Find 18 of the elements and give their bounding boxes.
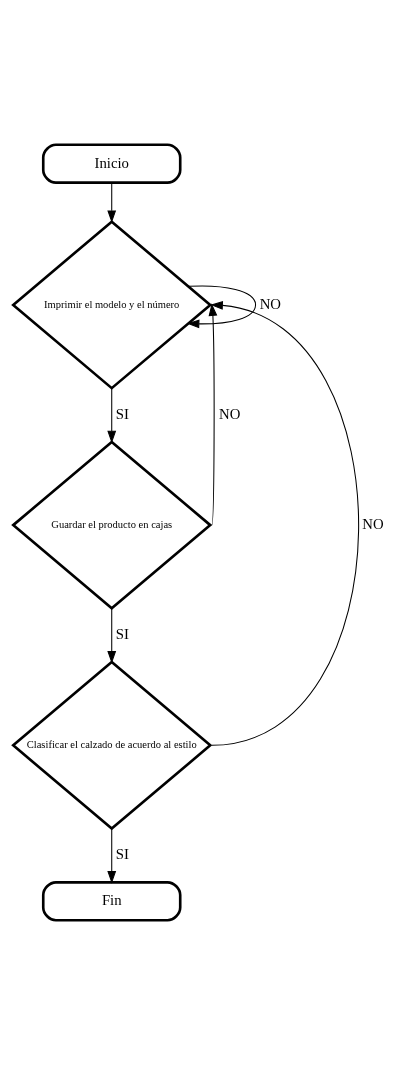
node-diamond: Clasificar el calzado de acuerdo al estilo <box>10 660 212 831</box>
arrow <box>186 285 256 329</box>
edge-label: NO <box>259 295 281 312</box>
arrow <box>106 182 116 224</box>
arrow <box>106 828 116 884</box>
edge-label: NO <box>361 516 384 533</box>
edge-label: NO <box>218 405 240 422</box>
node-diamond: Guardar el producto en cajas <box>10 440 212 611</box>
arrow <box>209 300 359 746</box>
edge-label: SI <box>115 626 129 643</box>
edge-label: SI <box>115 846 129 863</box>
node-box: Inicio <box>41 143 182 184</box>
edge-label: SI <box>115 405 129 422</box>
node-diamond: Imprimir el modelo y el número <box>10 219 212 390</box>
node-box: Fin <box>41 881 182 922</box>
arrow <box>106 387 116 444</box>
arrow <box>208 303 217 526</box>
arrow <box>106 608 116 664</box>
